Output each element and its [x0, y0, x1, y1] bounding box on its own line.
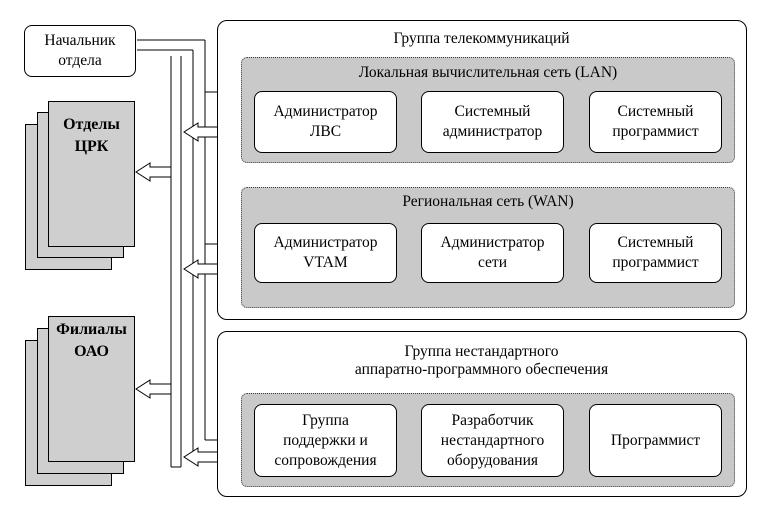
role-lan-administrator-label: Администратор ЛВС: [273, 103, 378, 140]
branches-oao-label: Филиалы ОАО: [56, 321, 127, 360]
role-lan-system-programmer: Системный программист: [589, 91, 722, 153]
role-vtam-administrator: Администратор VTAM: [254, 223, 397, 283]
role-lan-system-programmer-label: Системный программист: [612, 103, 699, 140]
role-hardware-developer: Разработчик нестандартного оборудования: [421, 404, 564, 477]
role-lan-system-administrator-label: Системный администратор: [442, 103, 543, 140]
role-wan-system-programmer: Системный программист: [589, 223, 722, 283]
head-of-department-label: Начальник отдела: [44, 32, 116, 69]
telecom-group-title: Группа телекоммуникаций: [393, 30, 570, 47]
role-network-administrator: Администратор сети: [421, 223, 564, 283]
stack-branches-front: Филиалы ОАО: [48, 316, 135, 462]
lan-panel-title: Локальная вычислительная сеть (LAN): [358, 64, 618, 81]
role-programmer-label: Программист: [610, 431, 701, 449]
role-network-administrator-label: Администратор сети: [440, 234, 545, 271]
stack-departments-front: Отделы ЦРК: [48, 101, 135, 247]
head-of-department-box: Начальник отдела: [24, 25, 136, 77]
role-wan-system-programmer-label: Системный программист: [612, 234, 699, 271]
role-vtam-administrator-label: Администратор VTAM: [273, 234, 378, 271]
role-programmer: Программист: [589, 404, 722, 477]
wan-panel-title: Региональная сеть (WAN): [402, 193, 574, 210]
nonstandard-group-title: Группа нестандартного аппаратно-программ…: [354, 343, 609, 378]
role-support-group: Группа поддержки и сопровождения: [254, 404, 397, 477]
role-lan-system-administrator: Системный администратор: [421, 91, 564, 153]
role-lan-administrator: Администратор ЛВС: [254, 91, 397, 153]
role-support-group-label: Группа поддержки и сопровождения: [274, 411, 377, 469]
role-hardware-developer-label: Разработчик нестандартного оборудования: [440, 411, 545, 469]
departments-crk-label: Отделы ЦРК: [63, 116, 120, 155]
